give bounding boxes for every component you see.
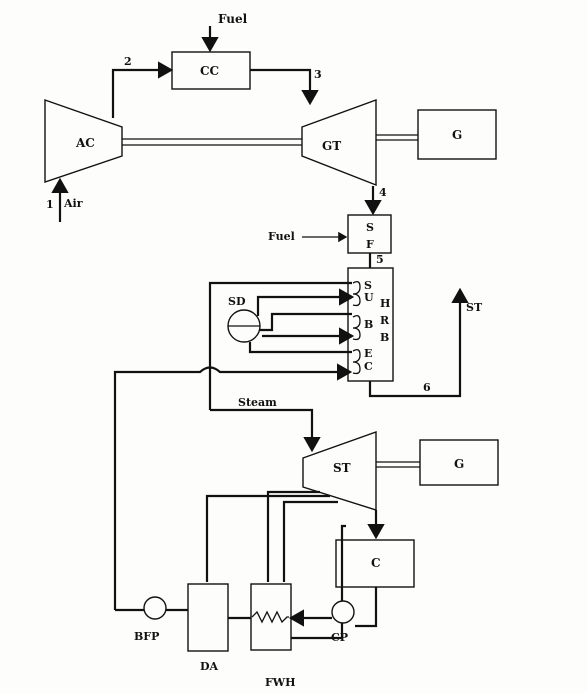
boiler-b-label: B (364, 318, 373, 331)
economizer-to-sd-line (248, 342, 352, 354)
generator-top (417, 109, 497, 160)
condenser-outlet-line (355, 587, 378, 628)
hrsg-r-label: R (380, 314, 390, 327)
state-5-label: 5 (376, 253, 384, 266)
superheater-s-label: S (364, 279, 372, 292)
state-6-label: 6 (423, 381, 431, 394)
boiler-riser-line (260, 312, 352, 332)
fwh-label: FWH (265, 676, 296, 689)
cc-label: CC (200, 64, 219, 78)
condenser-label: C (371, 556, 381, 570)
extraction-to-da-line (266, 490, 320, 582)
hrsg-b-label: B (380, 331, 389, 344)
feedwater-heater (250, 583, 292, 651)
da-label: DA (200, 660, 219, 673)
gt-label: GT (322, 139, 341, 153)
sd-to-superheater-line (256, 288, 355, 316)
steam-drum-label: SD (228, 295, 246, 308)
state-4-label: 4 (379, 186, 387, 199)
generator-bottom-label: G (454, 457, 464, 471)
economizer-coil-icon (352, 349, 361, 375)
economizer-c-label: C (364, 360, 373, 373)
boiler-feed-pump (143, 596, 167, 620)
gas-turbine (301, 98, 377, 187)
extraction-da-line (205, 494, 330, 582)
extraction-fwh-line (282, 500, 338, 582)
stream-2-line (111, 61, 174, 118)
ac-label: AC (75, 136, 95, 150)
economizer-e-label: E (364, 347, 372, 360)
air-label: Air (63, 197, 83, 210)
steam-label: Steam (238, 396, 277, 409)
fuel-sf-label: Fuel (268, 230, 295, 243)
fwh-coil-icon (251, 610, 289, 624)
generator-top-label: G (452, 128, 462, 142)
state-2-label: 2 (124, 55, 132, 68)
sf-f-label: F (366, 238, 374, 251)
superheater-u-label: U (364, 291, 374, 304)
stream-6-stack-line (368, 287, 469, 398)
fuel-cc-label: Fuel (218, 12, 248, 26)
st-label: ST (333, 461, 351, 475)
stack-label: ST (466, 301, 483, 314)
bfp-label: BFP (134, 630, 159, 643)
deaerator (187, 583, 229, 652)
condensate-pump (331, 600, 355, 624)
steam-to-st-line (210, 408, 321, 453)
cp-label: CP (331, 631, 348, 644)
condenser (335, 539, 415, 588)
generator-bottom (419, 439, 499, 486)
state-1-label: 1 (46, 198, 54, 211)
stream-3-line (250, 68, 319, 106)
state-3-label: 3 (314, 68, 322, 81)
feedwater-to-economizer-line (113, 363, 353, 610)
hrsg (347, 267, 394, 382)
sf-s-label: S (366, 221, 374, 234)
air-compressor (44, 99, 123, 183)
hrsg-h-label: H (380, 297, 390, 310)
